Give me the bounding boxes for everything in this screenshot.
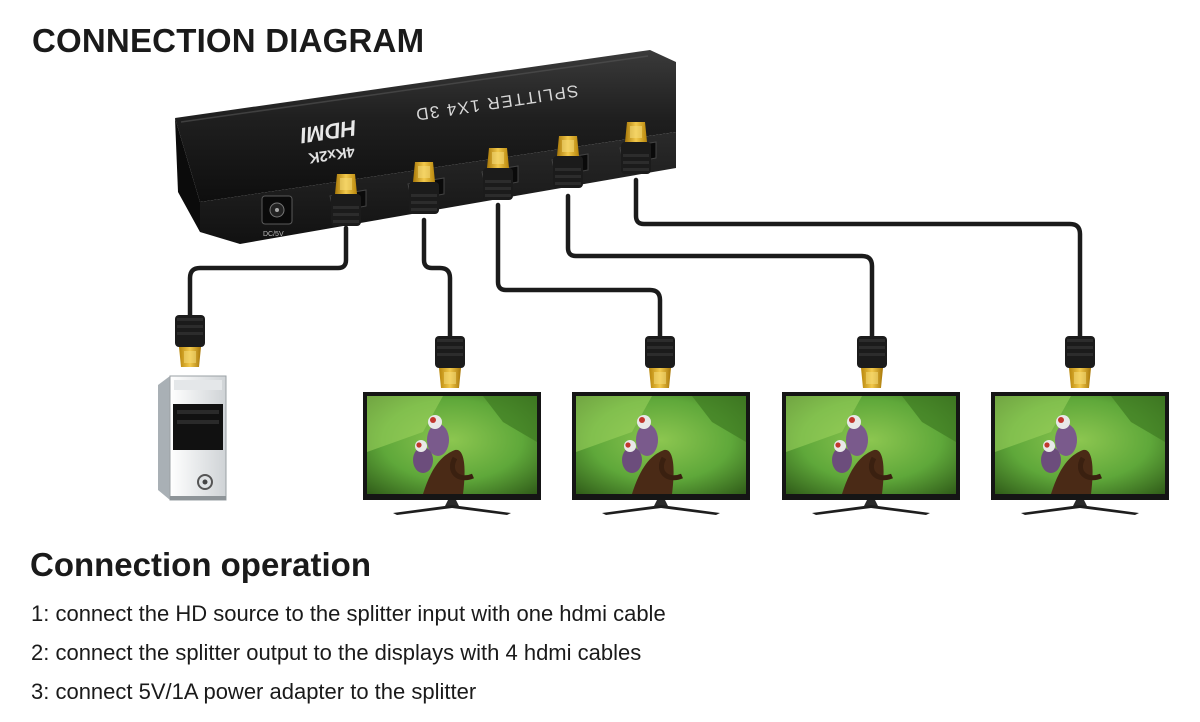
desktop-pc-icon [158,375,227,501]
hdmi-cables [187,177,1083,355]
monitor-icon [363,392,541,515]
operation-steps: 1: connect the HD source to the splitter… [31,594,666,711]
display-plugs [435,336,1095,388]
source-plug [175,315,205,367]
operation-title: Connection operation [30,546,371,583]
output-cable-4 [633,177,1083,355]
splitter-top [175,50,676,202]
operation-step: 1: connect the HD source to the splitter… [31,601,666,626]
input-cable [187,225,349,333]
monitor-icon [991,392,1169,515]
output-cable-1 [421,217,453,355]
power-port: DC/5V [261,195,293,238]
output-cable-3 [565,193,875,355]
monitor-icon [572,392,750,515]
operation-step: 3: connect 5V/1A power adapter to the sp… [31,679,477,704]
monitor-icon [782,392,960,515]
splitter-resolution: 4Kx2K [307,143,356,167]
hdmi-splitter: HDMI 4Kx2K SPLITTER 1X4 3D DC/5V [175,50,676,244]
diagram-title: CONNECTION DIAGRAM [32,22,425,59]
operation-step: 2: connect the splitter output to the di… [31,640,642,665]
power-port-label: DC/5V [263,231,284,238]
output-cable-2 [495,202,663,355]
connection-diagram: HDMI 4Kx2K SPLITTER 1X4 3D DC/5V [158,50,1200,540]
